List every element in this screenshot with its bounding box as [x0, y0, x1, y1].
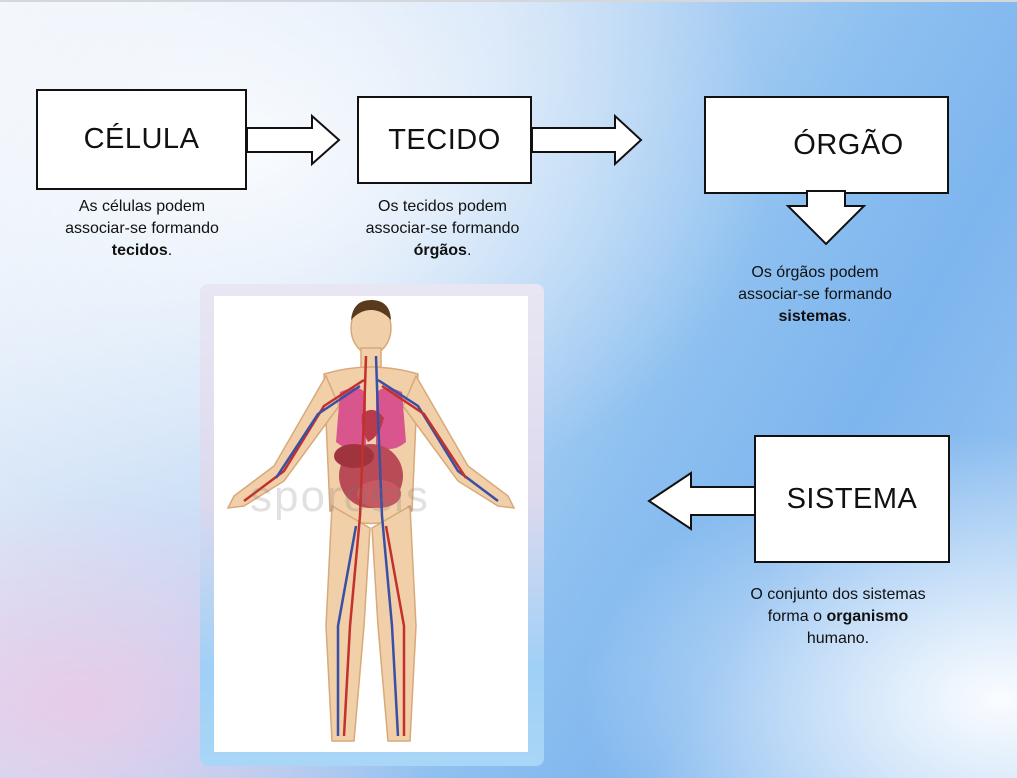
tecido-caption-line1: Os tecidos podem [378, 198, 507, 215]
celula-caption-end: . [167, 242, 173, 259]
sistema-caption-line3: humano. [806, 630, 870, 647]
tecido-caption: Os tecidos podem associar-se formando ór… [335, 196, 550, 262]
sistema-box: SISTEMA [754, 435, 950, 563]
sistema-caption: O conjunto dos sistemas forma o organism… [698, 584, 978, 650]
orgao-caption: Os órgãos podem associar-se formando sis… [700, 262, 930, 328]
orgao-caption-end: . [847, 308, 852, 325]
tecido-box: TECIDO [357, 96, 532, 184]
top-border [0, 0, 1017, 2]
celula-caption: As células podem associar-se formando te… [22, 196, 262, 262]
arrow-down-icon [785, 190, 867, 246]
celula-caption-line2: associar-se formando [65, 220, 219, 237]
sistema-title: SISTEMA [786, 482, 918, 515]
sistema-caption-bold: organismo [826, 608, 909, 625]
celula-box: CÉLULA [36, 89, 247, 190]
tecido-caption-end: . [466, 242, 472, 259]
orgao-caption-line1: Os órgãos podem [751, 264, 879, 281]
orgao-caption-bold: sistemas [778, 308, 848, 325]
human-body-anatomy-icon [226, 300, 516, 742]
orgao-title: ÓRGÃO [793, 128, 904, 161]
tecido-title: TECIDO [388, 123, 501, 156]
tecido-caption-line2: associar-se formando [365, 220, 520, 237]
celula-title: CÉLULA [83, 123, 200, 155]
tecido-caption-bold: órgãos [413, 242, 467, 259]
celula-caption-line1: As células podem [78, 198, 206, 215]
celula-caption-bold: tecidos [111, 242, 168, 259]
watermark: sporosis [250, 472, 430, 521]
sistema-caption-pre: forma o [767, 608, 827, 625]
arrow-right-icon [531, 113, 643, 167]
arrow-right-icon [246, 113, 341, 167]
orgao-caption-line2: associar-se formando [738, 286, 892, 303]
sistema-caption-line1: O conjunto dos sistemas [750, 586, 926, 603]
arrow-left-icon [647, 471, 756, 531]
orgao-box: ÓRGÃO [704, 96, 949, 194]
